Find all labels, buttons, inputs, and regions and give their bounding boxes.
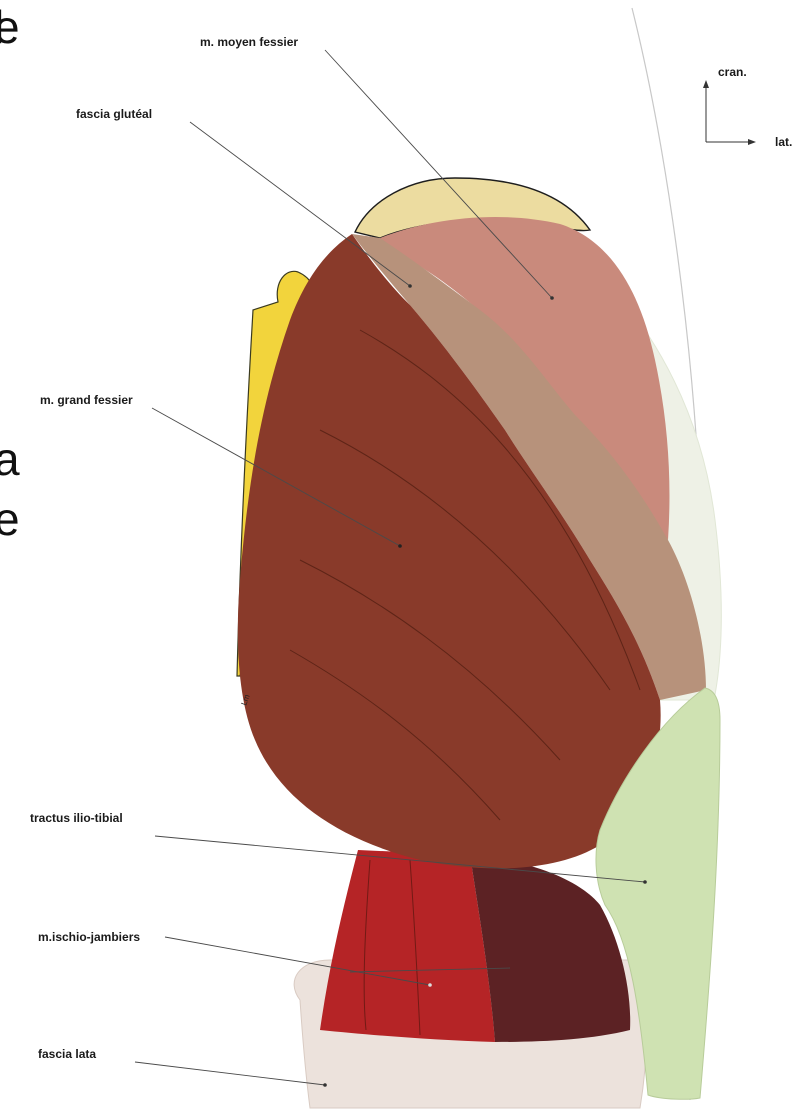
label-moyen-fessier: m. moyen fessier [200, 35, 298, 49]
ischio-jambiers-light [320, 850, 495, 1042]
dot-grand-fessier [398, 544, 402, 548]
dot-tractus [643, 880, 647, 884]
label-fascia-gluteal: fascia glutéal [76, 107, 152, 121]
label-grand-fessier: m. grand fessier [40, 393, 133, 407]
orientation-indicator: cran. lat. [703, 65, 792, 149]
label-cranial: cran. [718, 65, 747, 79]
cranial-arrowhead [703, 80, 709, 88]
dot-fascia-gluteal [408, 284, 412, 288]
dot-fascia-lata [323, 1083, 327, 1087]
label-lateral: lat. [775, 135, 792, 149]
lateral-arrowhead [748, 139, 756, 145]
dot-ischio [428, 983, 432, 987]
leader-fascia-lata [135, 1062, 325, 1085]
label-ischio: m.ischio-jambiers [38, 930, 140, 944]
label-tractus: tractus ilio-tibial [30, 811, 123, 825]
label-fascia-lata: fascia lata [38, 1047, 96, 1061]
dot-moyen-fessier [550, 296, 554, 300]
